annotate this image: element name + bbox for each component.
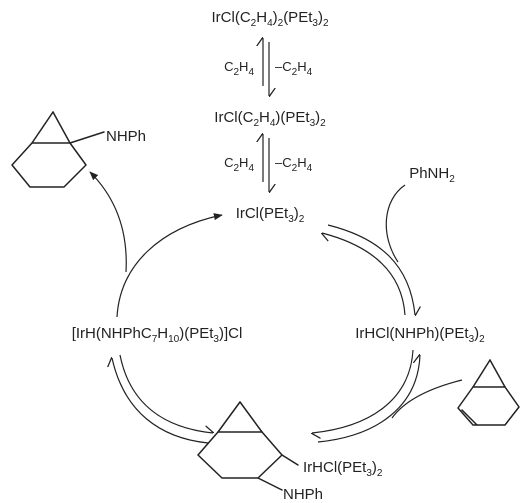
ethylene-add-label-top: C2H4 <box>224 59 254 78</box>
iridium-alkyl-intermediate-label: IrHCl(PEt3)2 <box>303 459 383 479</box>
aminonorbornyl-iridium-intermediate: NHPh <box>197 401 323 503</box>
product-release-arrow <box>89 171 127 273</box>
norbornyl-aniline-product: NHPh <box>11 111 146 188</box>
equilibrium-arrow-bottom-right <box>312 349 463 443</box>
ethylene-loss-label-bottom: –C2H4 <box>275 155 313 174</box>
norbornene-reagent <box>457 359 520 426</box>
ethylene-add-label-bottom: C2H4 <box>224 155 254 174</box>
ethylene-loss-label-top: –C2H4 <box>275 59 313 78</box>
reductive-elimination-arrow <box>89 171 223 318</box>
ethylene-equilibrium-top: C2H4 –C2H4 <box>224 38 313 96</box>
aniline-reagent: PhNH2 <box>409 165 455 185</box>
iridium-bis-ethylene-complex: IrCl(C2H4)2(PEt3)2 <box>212 9 329 29</box>
norbornene-entry-arrow <box>391 379 463 419</box>
equilibrium-arrow-top-right <box>322 184 415 315</box>
iridium-hydride-cationic-complex: [IrH(NHPhC7H10)(PEt3)]Cl <box>72 325 243 345</box>
ethylene-equilibrium-bottom: C2H4 –C2H4 <box>224 134 313 192</box>
iridium-mono-ethylene-complex: IrCl(C2H4)(PEt3)2 <box>214 109 326 129</box>
intermediate-amine-group: NHPh <box>283 486 323 503</box>
iridium-chloro-bisphosphine-complex: IrCl(PEt3)2 <box>236 205 305 225</box>
equilibrium-arrow-bottom-left <box>112 354 213 444</box>
iridium-hydrido-amido-complex: IrHCl(NHPh)(PEt3)2 <box>355 325 485 345</box>
product-amine-group: NHPh <box>106 128 146 145</box>
aniline-entry-arrow <box>385 184 406 263</box>
